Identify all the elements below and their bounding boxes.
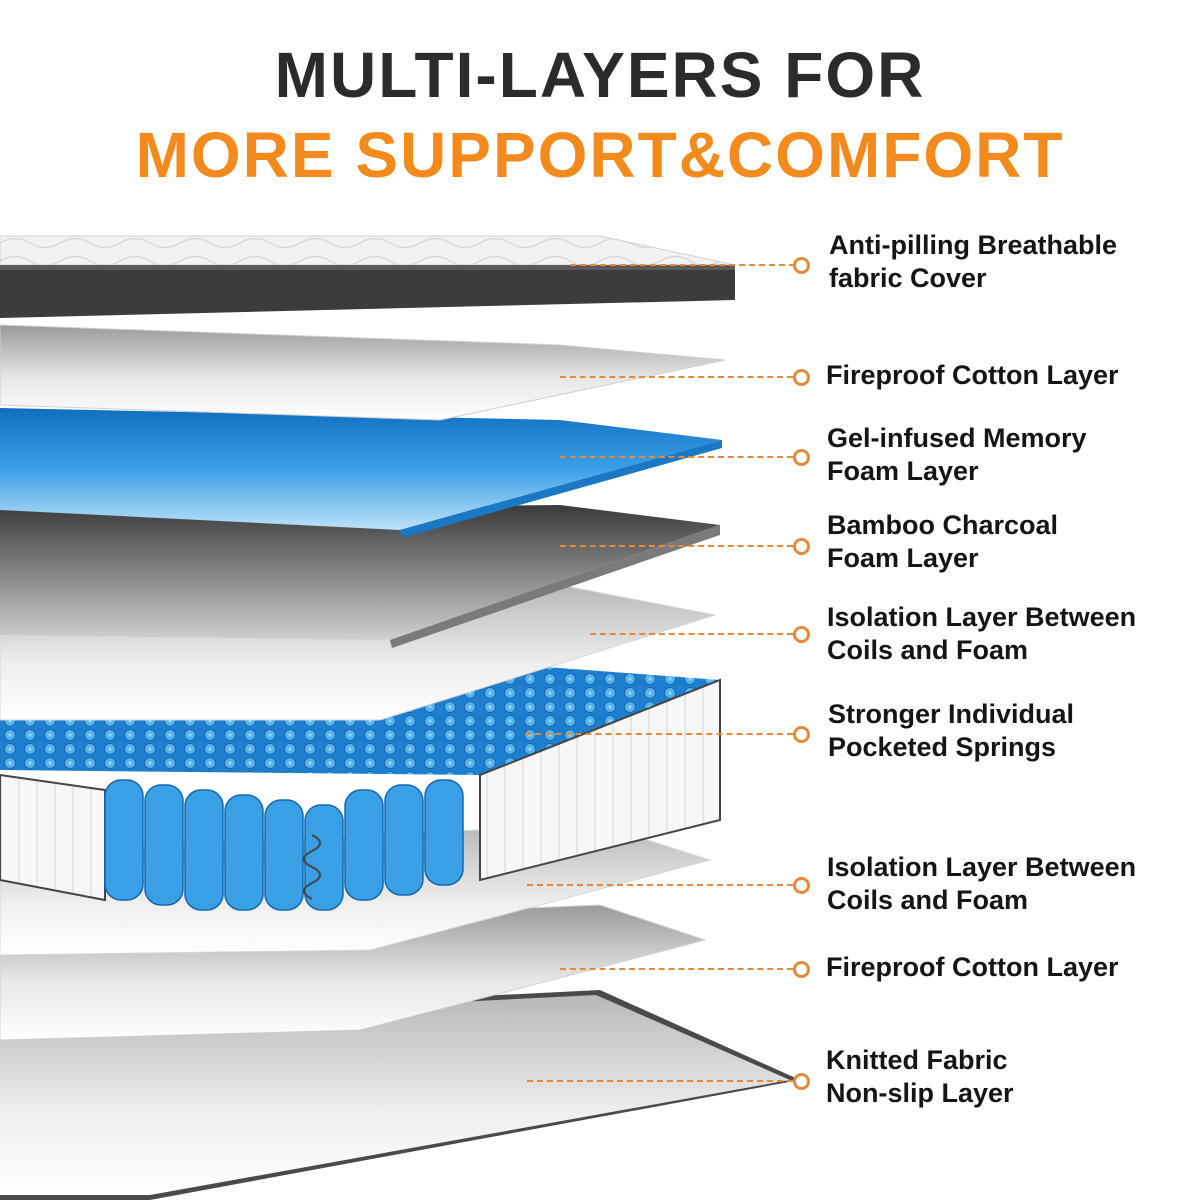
leader-line [570, 264, 795, 266]
marker-dot-icon [793, 538, 810, 555]
marker-dot-icon [793, 961, 810, 978]
marker-dot-icon [793, 726, 810, 743]
layer-fabric-cover [0, 235, 736, 318]
marker-dot-icon [793, 369, 810, 386]
leader-line [527, 884, 793, 886]
marker-dot-icon [793, 1073, 810, 1090]
headline-line-1: MULTI-LAYERS FOR [274, 39, 926, 111]
layer-bamboo-charcoal [0, 505, 720, 648]
leader-line [527, 1080, 793, 1082]
marker-dot-icon [793, 626, 810, 643]
headline-line-2: MORE SUPPORT&COMFORT [135, 119, 1065, 191]
layer-gel-memory-foam [0, 408, 722, 538]
label-fireproof-cotton-bottom: Fireproof Cotton Layer [826, 952, 1119, 982]
marker-dot-icon [793, 257, 810, 274]
leader-line [560, 376, 793, 378]
leader-line [560, 456, 793, 458]
leader-line [590, 633, 793, 635]
label-fireproof-cotton-top: Fireproof Cotton Layer [826, 360, 1119, 390]
leader-line [560, 968, 793, 970]
layer-knitted-fabric [0, 990, 800, 1200]
leader-line [525, 733, 793, 735]
leader-line [560, 545, 793, 547]
marker-dot-icon [793, 449, 810, 466]
layer-fireproof-cotton-top [0, 324, 726, 421]
marker-dot-icon [793, 877, 810, 894]
